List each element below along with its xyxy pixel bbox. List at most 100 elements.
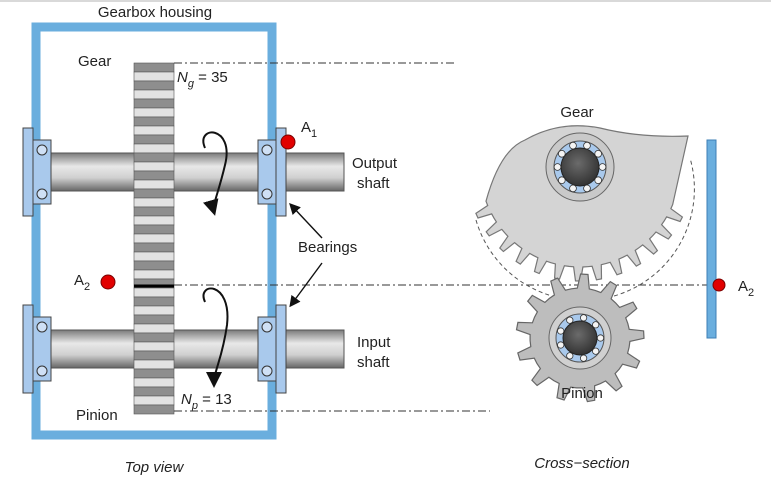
- gear-tooth-slice: [133, 233, 175, 244]
- gear-tooth-slice: [133, 341, 175, 352]
- pinion-hub: [548, 306, 612, 370]
- bearing-right-output: [257, 127, 287, 217]
- gear-tooth-slice: [133, 269, 175, 280]
- ng-symbol: N: [177, 69, 188, 86]
- sensor-a1: [280, 134, 296, 150]
- gear-tooth-slice: [133, 215, 175, 226]
- gear-tooth-slice: [133, 386, 175, 397]
- gear-tooth-slice: [133, 89, 175, 100]
- a2-label-top: A2: [74, 272, 90, 293]
- gear-tooth-slice: [133, 161, 175, 172]
- bearing-left-output: [22, 127, 52, 217]
- top-border: [0, 0, 771, 2]
- bearing-ball: [583, 184, 591, 193]
- pinion-label: Pinion: [76, 407, 118, 424]
- a2-label-cross: A2: [738, 278, 754, 299]
- a1-subscript: 1: [311, 128, 317, 140]
- bearing-ball: [579, 354, 588, 362]
- top-view-caption: Top view: [125, 459, 185, 476]
- gear-tooth-slice: [133, 116, 175, 127]
- gear-tooth-slice: [133, 152, 175, 163]
- gear-tooth-slice: [133, 170, 175, 181]
- output-shaft-line1: Output: [352, 155, 398, 172]
- bearing-ball: [557, 327, 565, 335]
- bearings-label: Bearings: [298, 239, 357, 256]
- gear-tooth-slice: [133, 305, 175, 316]
- bearing-ball: [583, 141, 591, 150]
- gear-stack: [133, 62, 175, 415]
- np-subscript: p: [191, 400, 198, 412]
- ng-subscript: g: [188, 78, 195, 90]
- gear-tooth-slice: [133, 332, 175, 343]
- input-shaft-line1: Input: [357, 334, 391, 351]
- bearings-pointer-lower: [289, 262, 323, 308]
- bearing-ball: [557, 150, 566, 158]
- a1-label: A1: [301, 119, 317, 140]
- gear-tooth-slice: [133, 179, 175, 190]
- np-value: = 13: [198, 391, 232, 408]
- gear-tooth-slice: [133, 143, 175, 154]
- ng-label: Ng = 35: [177, 69, 228, 90]
- gear-tooth-slice: [133, 260, 175, 271]
- gear-tooth-slice: [133, 188, 175, 199]
- gearbox-housing: [31, 22, 277, 440]
- input-shaft: [25, 329, 345, 369]
- input-shaft-line2: shaft: [357, 354, 390, 371]
- gear-tooth-slice: [133, 125, 175, 136]
- sensor-plate: [706, 139, 717, 339]
- gear-tooth-slice: [133, 377, 175, 388]
- gear-tooth-slice: [133, 62, 175, 73]
- bearing-ball: [566, 316, 574, 324]
- bearing-ball: [557, 341, 565, 349]
- bearing-ball: [592, 347, 600, 355]
- bearing-right-input: [257, 304, 287, 394]
- bearings-pointer-upper: [289, 202, 323, 239]
- gear-tooth-slice: [133, 368, 175, 379]
- cross-pinion-label: Pinion: [561, 385, 603, 402]
- a2-symbol-cross: A: [738, 278, 748, 295]
- bearing-ball: [598, 163, 607, 171]
- gearbox-housing-title: Gearbox housing: [98, 4, 212, 21]
- cross-section-caption: Cross−section: [534, 455, 629, 472]
- gear-hub: [545, 132, 615, 202]
- gear-tooth-slice: [133, 224, 175, 235]
- gear-tooth-slice: [133, 107, 175, 118]
- gear-tooth-slice: [133, 242, 175, 253]
- bearing-ball: [553, 163, 562, 171]
- cross-gear-label: Gear: [560, 104, 593, 121]
- a2-subscript-cross: 2: [748, 287, 754, 299]
- bearing-ball: [592, 321, 600, 329]
- bearing-ball: [579, 314, 588, 322]
- gear-cross-section: [475, 125, 695, 301]
- gear-tooth-slice: [133, 296, 175, 307]
- gear-tooth-slice: [133, 395, 175, 406]
- output-shaft: [25, 152, 345, 192]
- gear-tooth-slice: [133, 323, 175, 334]
- sensor-a2-cross: [712, 278, 726, 292]
- ng-value: = 35: [194, 69, 228, 86]
- bearing-ball: [596, 334, 605, 342]
- sensor-a2: [100, 274, 116, 290]
- a1-symbol: A: [301, 119, 311, 136]
- gear-tooth-slice: [133, 251, 175, 262]
- bearing-ball: [594, 176, 602, 185]
- gear-tooth-slice: [133, 314, 175, 325]
- gear-tooth-slice: [133, 350, 175, 361]
- gear-tooth-slice: [133, 71, 175, 82]
- bearing-ball: [569, 184, 577, 193]
- gear-tooth-slice: [133, 404, 175, 415]
- rotation-arrow-gear: [202, 131, 228, 216]
- gear-tooth-slice: [133, 98, 175, 109]
- bearing-ball: [569, 141, 577, 150]
- gear-tooth-slice: [133, 287, 175, 298]
- bearing-left-input: [22, 304, 52, 394]
- bearing-ball: [594, 150, 602, 158]
- rotation-arrow-pinion: [202, 287, 229, 388]
- output-shaft-line2: shaft: [357, 175, 390, 192]
- gear-tooth-slice: [133, 80, 175, 91]
- gear-tooth-slice: [133, 359, 175, 370]
- bearing-ball: [566, 352, 574, 360]
- np-label: Np = 13: [181, 391, 232, 412]
- np-symbol: N: [181, 391, 192, 408]
- bearing-ball: [557, 176, 566, 185]
